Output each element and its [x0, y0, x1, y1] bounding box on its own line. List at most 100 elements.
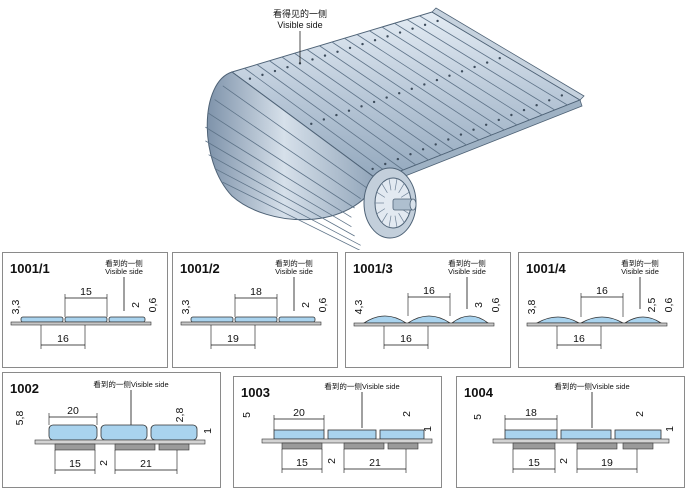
height-dimension: 3,3	[10, 300, 22, 315]
visible-side-cn: 看到的一侧	[448, 258, 486, 268]
rivet-dot	[447, 138, 450, 141]
slat-seam	[256, 64, 404, 171]
cap-segment	[398, 212, 405, 223]
cap-segment	[381, 183, 388, 194]
profile-panel-1004: 1004 看到的一侧Visible side 18 15 19 2 5 2 1	[456, 376, 685, 488]
visible-side-en: Visible side	[621, 267, 659, 276]
profile-panel-1001-1: 1001/1 看到的一侧 Visible side 15 16 3,3 2 0,…	[2, 252, 168, 368]
rivet-dot	[372, 100, 376, 104]
profile-code: 1001/3	[353, 261, 393, 276]
cap-segment	[376, 191, 386, 198]
slat-seam	[369, 30, 518, 126]
slat-seam	[356, 34, 505, 131]
thickness-dimension: 1	[664, 426, 676, 432]
rivet-dot	[310, 122, 313, 126]
thickness-dimension: 0,6	[317, 298, 329, 313]
visible-side-label: 看到的一侧Visible side	[554, 381, 629, 391]
height-dimension: 4,3	[353, 300, 365, 315]
rivet-dot	[498, 56, 501, 60]
cap-segment	[394, 178, 398, 191]
rivet-dot	[286, 65, 289, 69]
rivet-dot	[348, 46, 352, 50]
profile-code: 1002	[10, 381, 39, 396]
pitch-dimension: 16	[596, 285, 608, 297]
height-dimension: 3,3	[180, 300, 192, 315]
cap-segment	[398, 183, 405, 194]
gap-dimension: 2	[300, 302, 312, 308]
slat-seam	[394, 22, 543, 116]
rivet-dot	[421, 148, 425, 151]
visible-side-label: 看到的一侧Visible side	[324, 381, 399, 391]
rivet-dot	[273, 69, 277, 73]
rivet-dot	[335, 113, 338, 117]
rivet-dot	[322, 118, 326, 121]
profile-code: 1001/2	[180, 261, 220, 276]
rivet-dot	[460, 70, 464, 73]
gap-dimension: 3	[473, 302, 485, 308]
slat-seam	[319, 45, 467, 146]
slat-seam	[294, 52, 442, 156]
top-width-dimension: 20	[293, 407, 305, 419]
roll-seam	[205, 126, 352, 218]
thickness-dimension: 0,6	[490, 298, 502, 313]
roller-shutter-illustration: 看得见的一侧 Visible side	[205, 7, 585, 250]
rivet-dot	[560, 94, 564, 97]
profile-code: 1001/4	[526, 261, 567, 276]
profile-code: 1004	[464, 385, 494, 400]
profile-panel-1001-2: 1001/2 看到的一侧 Visible side 18 19 3,3 2 0,…	[172, 252, 338, 368]
bottom-width-dimension: 15	[528, 457, 540, 469]
width-dimension: 16	[573, 333, 585, 345]
width-dimension: 16	[400, 333, 412, 345]
visible-side-en: Visible side	[105, 267, 143, 276]
gap-dimension: 2	[98, 460, 110, 466]
width-dimension: 19	[227, 333, 239, 345]
arched-slat-profile	[353, 315, 495, 327]
rivet-dot	[398, 31, 402, 34]
thickness-dimension: 1	[422, 426, 434, 432]
rivet-dot	[398, 91, 401, 95]
rivet-dot	[336, 50, 339, 53]
slat-height-dimension: 2	[634, 411, 646, 417]
rivet-dot	[360, 105, 363, 108]
profile-code: 1003	[241, 385, 270, 400]
visible-side-cn: 看到的一侧	[621, 258, 659, 268]
flat-slat-profile	[180, 316, 322, 326]
width-dimension: 16	[57, 333, 69, 345]
visible-side-en: Visible side	[448, 267, 486, 276]
roll-seam	[214, 168, 361, 246]
arched-slat-profile	[526, 316, 668, 327]
visible-side-cn: 看到的一侧	[275, 258, 313, 268]
cap-segment	[400, 191, 410, 198]
bottom-width-dimension: 15	[69, 458, 81, 470]
height-dimension: 5	[241, 412, 253, 418]
rivet-dot	[459, 133, 463, 136]
rivet-dot	[423, 23, 427, 27]
slat-seam	[344, 37, 492, 136]
flat-top-slat-profile	[492, 429, 670, 450]
rivet-dot	[248, 77, 252, 80]
slat-seam	[244, 67, 391, 176]
thickness-dimension: 0,6	[663, 298, 675, 313]
roll-seam	[222, 181, 361, 250]
shutter-roll	[206, 71, 379, 221]
rivet-dot	[311, 58, 314, 61]
slat-seam	[419, 15, 568, 106]
rivet-dot	[347, 109, 351, 112]
pitch-dimension: 15	[80, 286, 92, 298]
slat-seam	[306, 49, 454, 151]
rivet-dot	[409, 153, 412, 156]
rivet-dot	[535, 104, 538, 107]
gap-dimension: 2,5	[646, 298, 658, 313]
cap-segment	[376, 208, 386, 215]
profile-panel-1002: 1002 看到的一侧Visible side 20 15 21 2 5,8 2,…	[2, 372, 221, 488]
rivet-dot	[510, 113, 513, 117]
pitch-dimension: 21	[140, 458, 152, 470]
rivet-dot	[473, 65, 476, 69]
profile-panel-1001-4: 1001/4 看到的一侧 Visible side 16 16 3,8 2,5 …	[518, 252, 684, 368]
roll-seam	[205, 140, 352, 228]
cap-segment	[394, 215, 398, 228]
pitch-dimension: 19	[601, 457, 613, 469]
roll-seam	[208, 154, 355, 237]
rivet-dot	[410, 87, 413, 91]
rivet-dot	[361, 42, 364, 46]
